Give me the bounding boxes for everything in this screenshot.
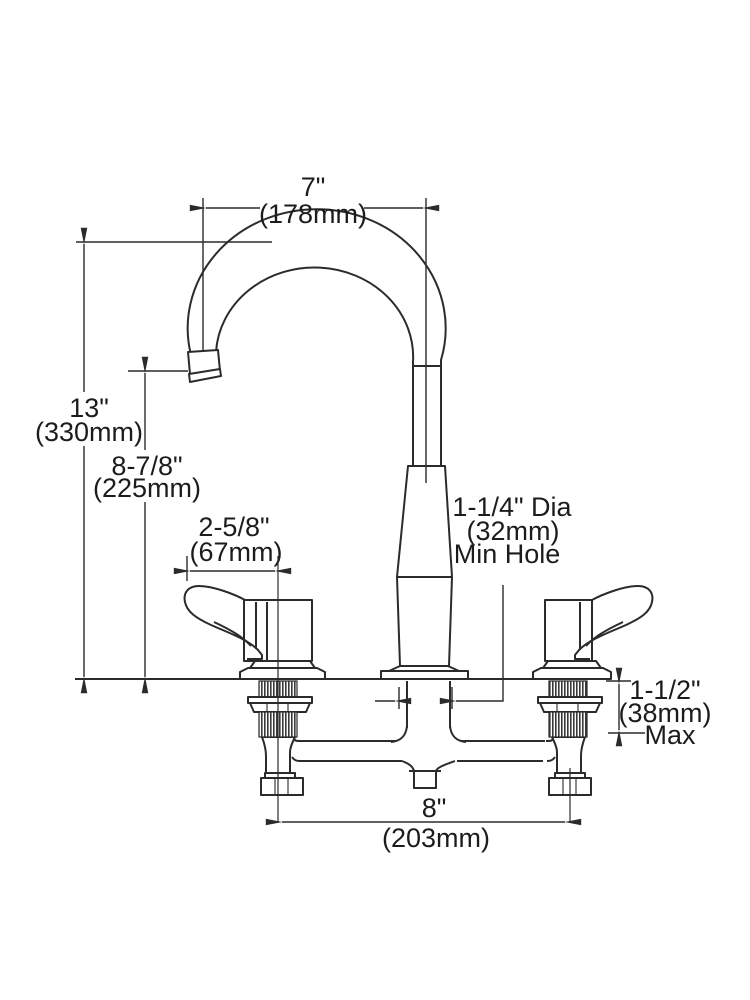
left-handle-escutcheon bbox=[239, 667, 326, 680]
spout-reach-label-mm: (178mm) bbox=[259, 199, 367, 229]
center-shank bbox=[390, 681, 467, 789]
right-handle bbox=[532, 585, 654, 680]
supply-tube bbox=[299, 740, 545, 762]
right-handle-body bbox=[544, 599, 593, 662]
left-handle bbox=[183, 585, 326, 680]
dim-spout-reach: 7" (178mm) bbox=[76, 172, 440, 483]
gooseneck-spout bbox=[186, 208, 447, 465]
left-hex-nut bbox=[260, 772, 304, 796]
overall-height-label-mm: (330mm) bbox=[35, 417, 143, 447]
right-shank-neck bbox=[551, 736, 586, 774]
dim-handle-length: 2-5/8" (67mm) bbox=[173, 512, 292, 581]
spout-column bbox=[380, 465, 469, 680]
overall-height-label-in: 13" bbox=[69, 393, 109, 423]
min-hole-label-line1: 1-1/4" Dia bbox=[452, 492, 572, 522]
centers-label-mm: (203mm) bbox=[382, 823, 490, 853]
dim-centers: 8" (203mm) bbox=[265, 793, 582, 853]
deck-thickness-label-mm: (38mm) bbox=[619, 698, 712, 728]
center-tee-outlet bbox=[413, 770, 437, 789]
right-handle-escutcheon bbox=[532, 667, 612, 680]
left-mounting-shank bbox=[247, 680, 313, 796]
right-shank-threads-upper bbox=[548, 680, 588, 698]
handle-length-label-in: 2-5/8" bbox=[198, 512, 269, 542]
dim-min-hole: 1-1/4" Dia (32mm) Min Hole bbox=[375, 492, 573, 709]
right-lock-nut bbox=[537, 696, 603, 713]
dim-spout-height: 8-7/8" (225mm) bbox=[93, 356, 201, 694]
left-lock-nut bbox=[247, 696, 313, 713]
deck-thickness-label-in: 1-1/2" bbox=[629, 675, 700, 705]
spout-height-label-in: 8-7/8" bbox=[111, 451, 182, 481]
min-hole-label-line2: (32mm) bbox=[467, 516, 560, 546]
spout-aerator bbox=[187, 349, 222, 383]
right-handle-bonnet bbox=[542, 660, 602, 669]
dim-overall-height: 13" (330mm) bbox=[35, 227, 143, 694]
spout-height-label-mm: (225mm) bbox=[93, 473, 201, 503]
min-hole-label-line3: Min Hole bbox=[454, 539, 561, 569]
left-handle-bonnet bbox=[249, 660, 316, 669]
handle-length-label-mm: (67mm) bbox=[190, 537, 283, 567]
centers-label-in: 8" bbox=[422, 793, 447, 823]
deck-thickness-label-max: Max bbox=[644, 720, 696, 750]
spout-reach-label-in: 7" bbox=[301, 172, 326, 202]
dimension-annotations: 7" (178mm) 13" (330mm) 8-7/8" (225mm) 2-… bbox=[35, 172, 712, 853]
dim-deck-thickness: 1-1/2" (38mm) Max bbox=[606, 667, 712, 750]
right-shank-threads-lower bbox=[548, 711, 588, 738]
